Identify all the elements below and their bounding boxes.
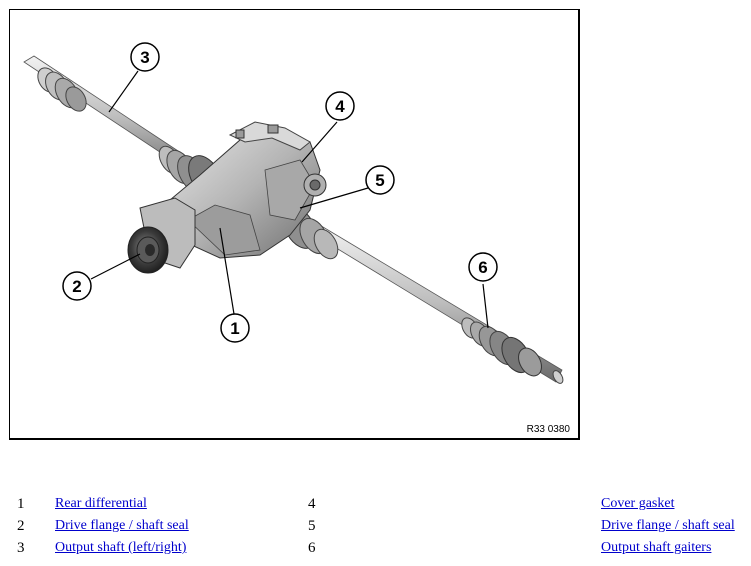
legend-number: 3 [17,540,25,556]
rear-axle-illustration: 3 4 5 6 2 1 [23,42,564,384]
link-rear-differential[interactable]: Rear differential [55,496,147,511]
callout-3: 3 [130,42,160,72]
cv-boot-left-outer [37,67,87,112]
legend-number: 2 [17,518,25,534]
svg-text:3: 3 [140,48,149,67]
link-output-shaft-gaiters[interactable]: Output shaft gaiters [601,540,712,555]
legend-row: 3 Output shaft (left/right) 6 Output sha… [0,540,751,562]
svg-text:1: 1 [230,319,239,338]
svg-text:6: 6 [478,258,487,277]
legend-number: 4 [308,496,316,512]
svg-text:2: 2 [72,277,81,296]
legend-row: 1 Rear differential 4 Cover gasket [0,496,751,518]
callout-4: 4 [325,91,355,121]
output-shaft-right [283,207,564,384]
legend-row: 2 Drive flange / shaft seal 5 Drive flan… [0,518,751,540]
diagram-frame: 3 4 5 6 2 1 R33 0380 [9,9,580,440]
svg-text:5: 5 [375,171,384,190]
figure-code: R33 0380 [526,424,570,435]
parts-legend: 1 Rear differential 4 Cover gasket 2 Dri… [0,496,751,562]
link-output-shaft[interactable]: Output shaft (left/right) [55,540,187,555]
link-cover-gasket[interactable]: Cover gasket [601,496,675,511]
callout-1: 1 [220,313,250,343]
link-drive-flange-shaft-seal-left[interactable]: Drive flange / shaft seal [55,518,189,533]
svg-text:4: 4 [335,97,345,116]
callout-6: 6 [468,252,498,282]
cv-boot-right-outer [461,317,542,377]
legend-number: 6 [308,540,316,556]
legend-number: 5 [308,518,316,534]
link-drive-flange-shaft-seal-right[interactable]: Drive flange / shaft seal [601,518,735,533]
drive-flange [127,226,169,274]
callout-2: 2 [62,271,92,301]
callout-5: 5 [365,165,395,195]
leader-lines [90,70,489,329]
legend-number: 1 [17,496,25,512]
